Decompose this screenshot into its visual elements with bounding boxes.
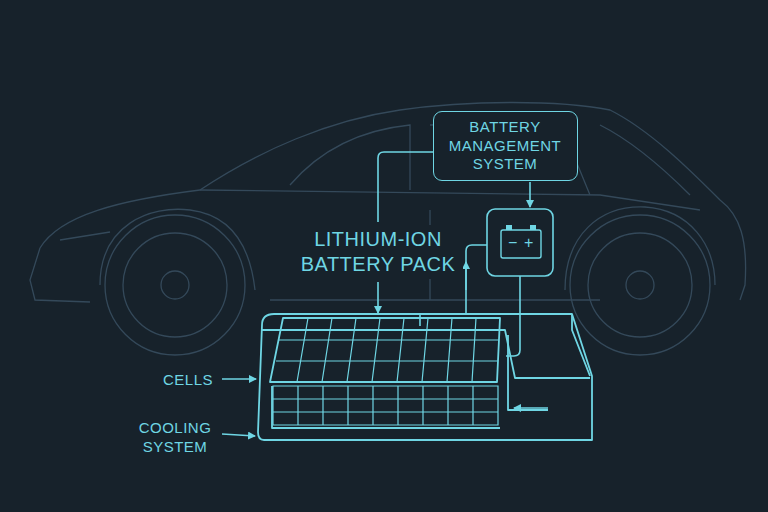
terminal-sign: + [519, 233, 539, 253]
process-box: BATTERY MANAGEMENT SYSTEM [433, 111, 578, 181]
terminal-sign: − [503, 233, 523, 253]
pack-label: LITHIUM-ION BATTERY PACK [293, 225, 463, 279]
part-label: CELLS [148, 371, 228, 390]
part-label: COOLING SYSTEM [125, 419, 225, 457]
box-label: BATTERY MANAGEMENT SYSTEM [443, 118, 567, 174]
